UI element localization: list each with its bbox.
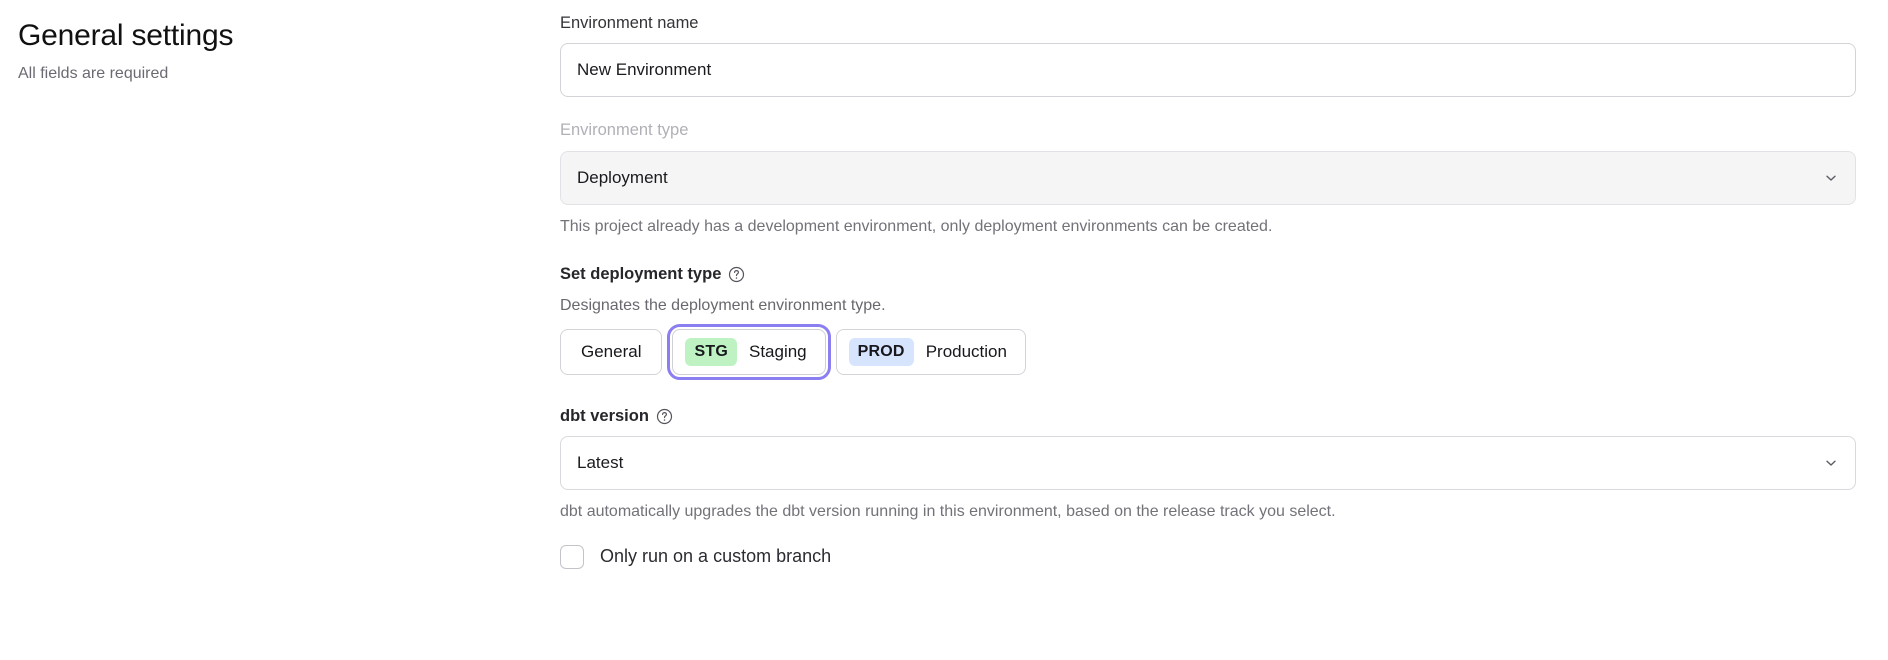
environment-type-label: Environment type bbox=[560, 121, 689, 140]
environment-type-value: Deployment bbox=[577, 167, 668, 187]
page-subtitle: All fields are required bbox=[18, 65, 169, 82]
chevron-down-icon bbox=[1823, 455, 1839, 471]
help-circle-icon[interactable] bbox=[656, 408, 673, 425]
deployment-type-option-staging[interactable]: STG Staging bbox=[667, 323, 831, 380]
dbt-version-label-row: dbt version bbox=[560, 405, 1856, 427]
staging-badge: STG bbox=[685, 337, 737, 366]
dbt-version-select[interactable]: Latest bbox=[560, 436, 1856, 491]
dbt-version-field: dbt version Latest dbt automatica bbox=[560, 405, 1856, 523]
environment-name-label: Environment name bbox=[560, 14, 699, 32]
option-label-staging: Staging bbox=[748, 341, 807, 361]
page-title: General settings bbox=[18, 19, 234, 52]
custom-branch-label: Only run on a custom branch bbox=[600, 546, 832, 567]
dbt-version-label: dbt version bbox=[560, 406, 649, 425]
dbt-version-value: Latest bbox=[577, 453, 624, 473]
deployment-type-options: General STG Staging PROD Production bbox=[560, 323, 1856, 380]
custom-branch-checkbox[interactable] bbox=[560, 544, 584, 569]
deployment-type-option-production[interactable]: PROD Production bbox=[835, 328, 1026, 375]
chevron-down-icon bbox=[1823, 170, 1839, 186]
help-circle-icon[interactable] bbox=[728, 266, 745, 283]
environment-name-input[interactable]: New Environment bbox=[560, 43, 1856, 98]
environment-type-select[interactable]: Deployment bbox=[560, 150, 1856, 205]
deployment-type-label-row: Set deployment type bbox=[560, 263, 1856, 285]
custom-branch-row[interactable]: Only run on a custom branch bbox=[560, 544, 1856, 569]
environment-type-helper: This project already has a development e… bbox=[560, 217, 1273, 235]
environment-name-field: Environment name New Environment bbox=[560, 12, 1856, 98]
settings-form: Environment name New Environment Environ… bbox=[560, 12, 1856, 569]
deployment-type-description: Designates the deployment environment ty… bbox=[560, 297, 886, 315]
environment-name-value: New Environment bbox=[577, 60, 712, 80]
settings-header: General settings All fields are required bbox=[18, 18, 518, 85]
dbt-version-helper: dbt automatically upgrades the dbt versi… bbox=[560, 503, 1336, 521]
option-label-general: General bbox=[581, 341, 642, 361]
deployment-type-label: Set deployment type bbox=[560, 265, 722, 284]
option-label-production: Production bbox=[925, 341, 1007, 361]
environment-type-field: Environment type Deployment This project… bbox=[560, 119, 1856, 237]
deployment-type-option-general[interactable]: General bbox=[560, 328, 663, 375]
production-badge: PROD bbox=[848, 337, 914, 366]
deployment-type-field: Set deployment type Designates the deplo… bbox=[560, 263, 1856, 380]
